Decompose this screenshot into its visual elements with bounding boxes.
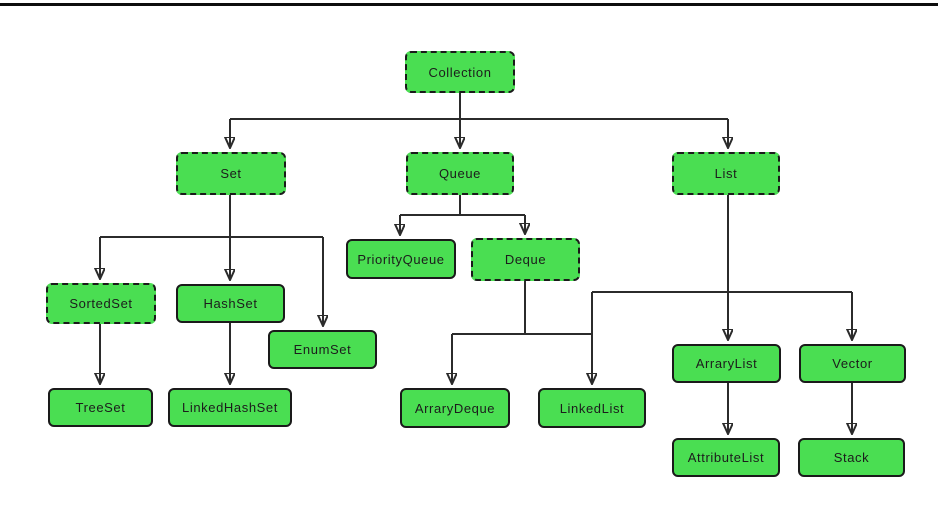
node-sortedset: SortedSet <box>46 283 156 324</box>
node-arrarylist: ArraryList <box>672 344 781 383</box>
node-arrarydeque: ArraryDeque <box>400 388 510 428</box>
node-enumset: EnumSet <box>268 330 377 369</box>
node-vector: Vector <box>799 344 906 383</box>
node-linkedlist: LinkedList <box>538 388 646 428</box>
node-list: List <box>672 152 780 195</box>
node-queue: Queue <box>406 152 514 195</box>
node-linkedhashset: LinkedHashSet <box>168 388 292 427</box>
node-set: Set <box>176 152 286 195</box>
node-attributelist: AttributeList <box>672 438 780 477</box>
node-stack: Stack <box>798 438 905 477</box>
node-collection: Collection <box>405 51 515 93</box>
node-deque: Deque <box>471 238 580 281</box>
node-hashset: HashSet <box>176 284 285 323</box>
node-treeset: TreeSet <box>48 388 153 427</box>
node-priorityqueue: PriorityQueue <box>346 239 456 279</box>
top-divider <box>0 3 938 6</box>
